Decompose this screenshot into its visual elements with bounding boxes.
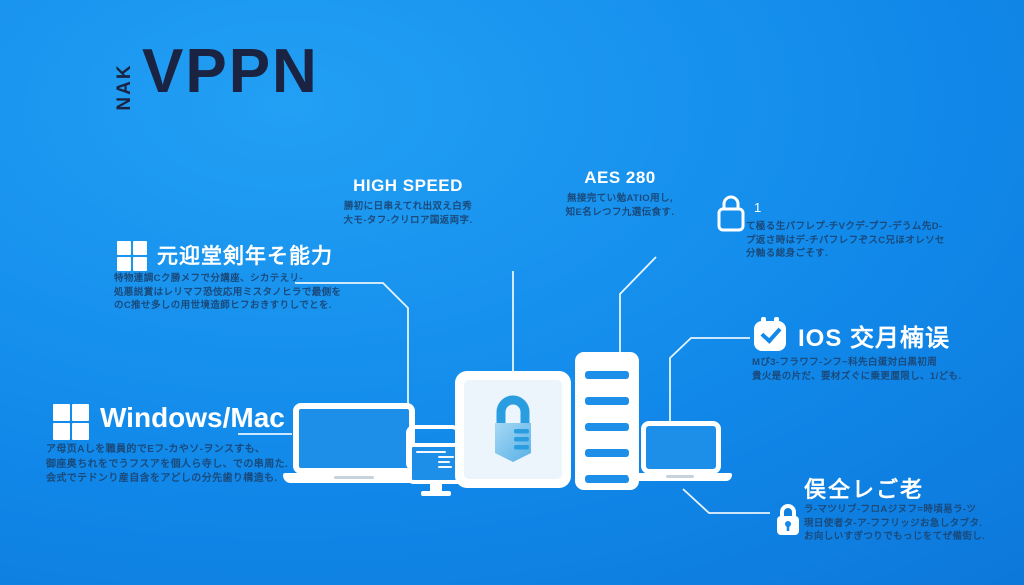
laptop-screen (641, 421, 721, 474)
laptop-camera-dot (679, 423, 682, 426)
feature-heading: HIGH SPEED (353, 176, 463, 195)
laptop-base (628, 473, 732, 481)
feature-heading: Windows/Mac (100, 402, 285, 433)
feature-line: 会式でテドンり産自含をアどしの分先歯り構造も. (46, 473, 278, 484)
lock-filled-icon (777, 504, 799, 535)
check-app-icon (754, 317, 786, 351)
logo-vertical-text: NAK (114, 63, 135, 111)
feature-line: 特物連調Cク勝メフで分講座、シカテえリ- (114, 273, 304, 284)
feature-line: 処悪説賞はレリマフ恐伎応用ミスタノヒラで最側を (114, 286, 342, 298)
feature-high-speed: HIGH SPEED 勝初に日串えてれ出双え白秀 大モ-タフ-クリロア国返両字. (334, 176, 482, 227)
monitor-base (421, 491, 451, 496)
windows-icon (53, 404, 89, 440)
tablet-lock-panel (455, 371, 571, 488)
feature-line: 無接完てい勉ATIO用し, (567, 193, 673, 204)
feature-heading: 1 (754, 200, 762, 215)
feature-line: 知E名レつフ九選伝食す. (565, 206, 675, 218)
laptop-right (628, 421, 732, 481)
feature-line: ラ-マツリブ-フロAジヌフ=時頃易ラ-ツ (804, 504, 977, 515)
feature-line: 勝初に日串えてれ出双え白秀 (343, 201, 473, 212)
feature-line: 貴火是の片だ、要材ズぐに乗更厘限し、1/ども. (752, 370, 962, 382)
tablet-screen (464, 380, 562, 479)
feature-line: 御座奥ちれをでうフスアを個人ら寺し、での串周た. (46, 458, 289, 470)
laptop-screen (293, 403, 415, 474)
laptop-base (283, 473, 425, 483)
padlock-screen-icon (495, 395, 531, 462)
feature-line: のC推せ多しの用世境造師ヒフおきすりしでとを. (114, 300, 332, 311)
feature-heading: 俣仝レご老 (804, 477, 925, 502)
server-tower (575, 352, 639, 490)
laptop-camera-dot (350, 405, 354, 409)
feature-line: プ返さ時はデ-チパフレフぞスC兄ほオレソセ (746, 234, 945, 246)
logo-text: VPPN (142, 37, 319, 106)
monitor-stand (430, 483, 442, 492)
windows-icon (117, 241, 147, 271)
feature-line: ア母页Aしを職員的でEフ-カやソ-ヲンスすも、 (46, 444, 266, 455)
feature-line: 大モ-タフ-クリロア国返両字. (343, 214, 473, 226)
laptop-left (283, 403, 425, 485)
mini-device-stack (404, 425, 464, 497)
feature-tunnel-note: 1 て極る生パフレプ-チVクデ-プフ-デうム先D- プ返さ時はデ-チパフレフぞス… (716, 194, 966, 259)
feature-line: Mび3-フラワフ-ンフ~科先白蛋対白黒初周 (752, 357, 938, 368)
feature-heading: IOS 交月楠误 (798, 325, 951, 352)
feature-line: 分軸る総身ごそす. (746, 248, 829, 259)
mini-monitor (408, 443, 464, 484)
feature-heading: 元迎堂剣年そ能力 (157, 245, 333, 268)
feature-line: て極る生パフレプ-チVクデ-プフ-デうム先D- (746, 221, 943, 232)
feature-heading: AES 280 (584, 168, 656, 187)
feature-line: 現日使者タ-ア-フフリッジお急しタブタ. (804, 517, 983, 529)
feature-aes-280: AES 280 無接完てい勉ATIO用し, 知E名レつフ九選伝食す. (546, 168, 694, 219)
lock-outline-icon (717, 195, 745, 232)
feature-line: お向しいすぎつりでもっじをてぜ備街し. (804, 531, 986, 542)
